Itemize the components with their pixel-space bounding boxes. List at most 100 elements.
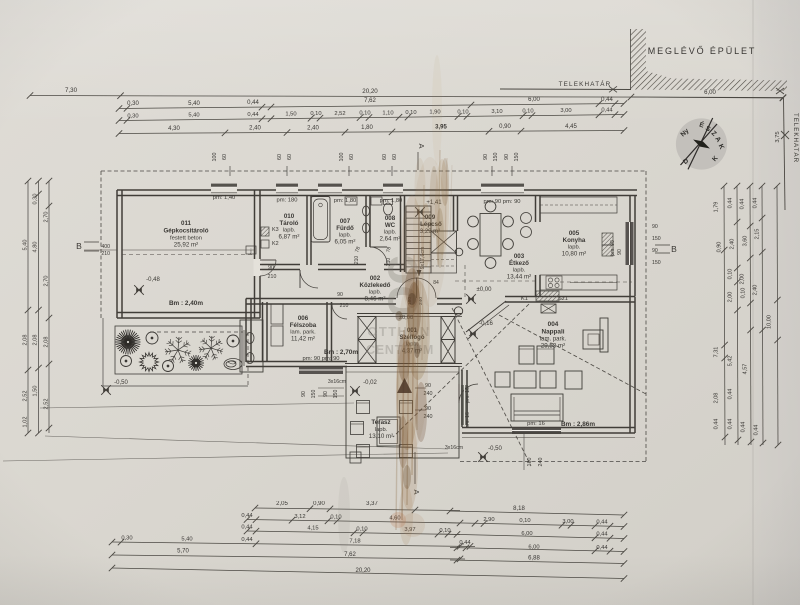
svg-text:2,40: 2,40 [307,125,319,131]
svg-text:pm: 90 pm: 90: pm: 90 pm: 90 [483,199,520,205]
svg-text:0,30: 0,30 [33,194,39,205]
svg-text:6,00: 6,00 [528,545,539,551]
svg-text:1,50: 1,50 [33,386,39,397]
svg-text:Ny: Ny [680,127,691,138]
svg-text:7,31: 7,31 [714,347,720,358]
svg-text:Étkező: Étkező [509,259,529,267]
svg-text:Tároló: Tároló [280,220,299,227]
svg-text:Félszoba: Félszoba [290,322,317,329]
svg-text:11,42 m²: 11,42 m² [291,336,315,343]
svg-text:78: 78 [385,246,392,253]
svg-text:lapb.: lapb. [384,230,397,236]
svg-text:3,75: 3,75 [775,131,781,142]
svg-text:1,02: 1,02 [23,417,29,428]
svg-text:0,10: 0,10 [519,518,530,524]
svg-text:3,12: 3,12 [294,514,305,520]
svg-text:240: 240 [424,414,433,420]
svg-text:0,44: 0,44 [728,389,734,400]
svg-text:005: 005 [569,230,580,237]
svg-text:2,64 m²: 2,64 m² [380,236,401,243]
svg-text:90: 90 [504,154,510,160]
svg-text:0,10: 0,10 [356,526,367,532]
svg-text:90: 90 [268,265,274,271]
svg-text:4,15: 4,15 [307,526,318,532]
svg-text:S: S [704,125,712,134]
svg-text:2,52: 2,52 [334,111,345,117]
svg-text:8,46 m²: 8,46 m² [365,296,386,303]
svg-text:150: 150 [652,236,661,242]
svg-text:6,88: 6,88 [528,556,540,562]
svg-text:2,08: 2,08 [714,393,720,404]
svg-text:0,10: 0,10 [741,288,747,299]
svg-text:2,52: 2,52 [44,399,50,410]
svg-text:60: 60 [222,154,228,160]
svg-text:2,08: 2,08 [33,335,39,346]
svg-text:2,70: 2,70 [44,212,50,223]
svg-text:3,00: 3,00 [562,519,573,525]
svg-text:60: 60 [287,154,293,160]
svg-text:90: 90 [617,249,623,255]
svg-text:010: 010 [284,213,295,220]
svg-text:150: 150 [493,153,499,162]
svg-text:0,90: 0,90 [499,124,511,130]
svg-text:150: 150 [514,153,520,162]
svg-text:011: 011 [181,220,192,227]
svg-text:10,80 m²: 10,80 m² [562,251,586,258]
svg-text:pm: 180: pm: 180 [277,198,298,204]
svg-text:180: 180 [527,458,533,467]
svg-text:0,10: 0,10 [310,111,321,117]
svg-text:0,44: 0,44 [728,198,734,209]
svg-text:400: 400 [101,244,110,250]
svg-text:2,15: 2,15 [755,229,761,240]
svg-text:210: 210 [340,303,349,309]
svg-text:90: 90 [652,248,658,254]
svg-text:13,44 m²: 13,44 m² [507,274,531,281]
svg-text:008: 008 [385,215,396,222]
svg-text:0,10: 0,10 [457,109,468,115]
svg-text:5,40: 5,40 [181,536,192,542]
svg-text:007: 007 [340,218,351,225]
svg-text:0,44: 0,44 [241,537,253,543]
svg-text:Bm : 2,40m: Bm : 2,40m [169,300,203,307]
svg-text:2,90: 2,90 [483,517,494,523]
svg-text:TELEKHATÁR: TELEKHATÁR [792,113,799,163]
svg-text:210: 210 [268,274,277,280]
svg-text:2,08: 2,08 [44,337,50,348]
svg-text:TELEKHATÁR: TELEKHATÁR [559,79,612,88]
svg-text:D: D [682,157,690,166]
svg-text:Bm : 2,86m: Bm : 2,86m [561,421,595,428]
svg-text:A: A [713,136,722,144]
svg-text:Gépkocsitároló: Gépkocsitároló [163,228,208,235]
svg-text:-0,50: -0,50 [488,446,502,452]
svg-text:0,44: 0,44 [241,525,253,531]
svg-text:0,10: 0,10 [405,110,416,116]
svg-text:003: 003 [514,253,525,260]
svg-text:60: 60 [349,154,355,160]
svg-text:0,44: 0,44 [754,425,760,436]
svg-text:2,08: 2,08 [23,335,29,346]
svg-text:150: 150 [311,390,317,399]
svg-text:lapb.: lapb. [369,290,382,296]
svg-text:90: 90 [337,292,343,298]
svg-text:3,60: 3,60 [743,236,749,247]
svg-text:lapb.: lapb. [283,228,296,234]
svg-text:25,92 m²: 25,92 m² [174,242,198,249]
svg-text:Közlekedő: Közlekedő [360,282,391,289]
svg-text:240: 240 [538,458,544,467]
svg-text:0,44: 0,44 [247,100,259,106]
svg-text:150: 150 [333,390,339,399]
svg-text:002: 002 [370,275,381,282]
svg-text:MEGLÉVŐ ÉPÜLET: MEGLÉVŐ ÉPÜLET [648,46,757,56]
svg-text:0,44: 0,44 [459,540,471,546]
svg-text:5,40: 5,40 [188,113,199,119]
svg-text:0,44: 0,44 [601,108,613,114]
svg-text:90: 90 [323,391,329,397]
svg-text:3x16cm: 3x16cm [445,445,463,451]
svg-text:lam. park.: lam. park. [540,337,567,343]
svg-text:lapb.: lapb. [513,268,526,274]
svg-text:1,79: 1,79 [714,202,720,213]
svg-text:pm: 16: pm: 16 [527,421,545,427]
svg-text:4,57: 4,57 [743,364,749,375]
svg-text:pm: 1,40: pm: 1,40 [213,195,236,201]
svg-text:100: 100 [339,153,345,162]
